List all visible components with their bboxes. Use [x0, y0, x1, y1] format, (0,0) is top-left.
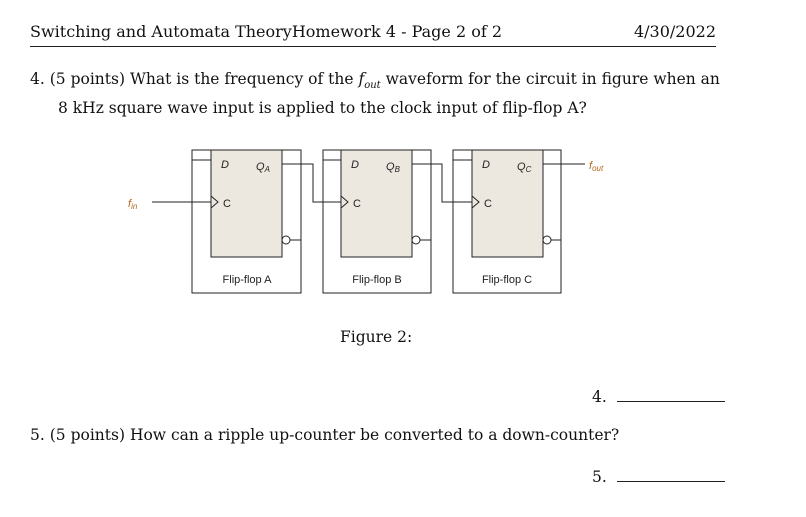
question-4-text-line2: 8 kHz square wave input is applied to th…: [58, 99, 587, 118]
flipflop-a-d-label: D: [221, 159, 229, 171]
flipflop-c-q-label: QC: [517, 161, 532, 174]
question-5-points: (5 points): [49, 426, 125, 444]
header-title: Switching and Automata TheoryHomework 4 …: [30, 22, 503, 41]
figure-caption: Figure 2:: [340, 328, 413, 346]
flipflop-b-qbar-bubble: [411, 235, 421, 245]
answer-4-blank[interactable]: [616, 400, 725, 402]
flipflop-b-c-label: C: [353, 198, 361, 210]
answer-5-label: 5.: [592, 468, 607, 486]
flipflop-a-name: Flip-flop A: [223, 274, 273, 286]
answer-4: 4.: [592, 388, 725, 406]
flipflop-c-c-label: C: [484, 198, 492, 210]
flipflop-c-qbar-bubble: [542, 235, 552, 245]
answer-5: 5.: [592, 468, 725, 486]
flipflop-a-box: [210, 149, 283, 258]
page-header: Switching and Automata TheoryHomework 4 …: [30, 22, 716, 47]
question-5: 5. (5 points) How can a ripple up-counte…: [30, 424, 750, 446]
answer-5-blank[interactable]: [616, 480, 725, 482]
header-date: 4/30/2022: [633, 22, 716, 41]
question-5-number: 5.: [30, 426, 45, 444]
output-frequency-label: fout: [589, 160, 604, 173]
flipflop-a-qbar-bubble: [281, 235, 291, 245]
flipflop-b-box: [340, 149, 413, 258]
question-4-points: (5 points): [49, 70, 125, 88]
input-frequency-label: fin: [128, 198, 138, 211]
question-4: 4. (5 points) What is the frequency of t…: [30, 68, 750, 119]
flipflop-b-d-label: D: [351, 159, 359, 171]
question-4-number: 4.: [30, 70, 45, 88]
flipflop-c-box: [471, 149, 544, 258]
flipflop-b-clock-triangle: [340, 195, 349, 209]
question-5-text: How can a ripple up-counter be converted…: [129, 426, 620, 444]
flipflop-c-d-label: D: [482, 159, 490, 171]
qb-to-clock-c-wire: [412, 163, 472, 203]
flipflop-a-clock-triangle: [210, 195, 219, 209]
question-4-text-a: What is the frequency of the: [129, 70, 354, 88]
question-4-f-symbol: f: [358, 70, 365, 88]
flipflop-b-q-label: QB: [386, 161, 401, 174]
flipflop-a-c-label: C: [223, 198, 231, 210]
flipflop-c-name: Flip-flop C: [482, 274, 532, 286]
flipflop-a-q-label: QA: [256, 161, 270, 174]
question-4-text-b: waveform for the circuit in figure when …: [385, 70, 720, 88]
qa-to-clock-b-wire: [282, 163, 341, 203]
flipflop-c-clock-triangle: [471, 195, 480, 209]
question-4-f-subscript: out: [364, 80, 381, 92]
flipflop-b-name: Flip-flop B: [352, 274, 402, 286]
answer-4-label: 4.: [592, 388, 607, 406]
